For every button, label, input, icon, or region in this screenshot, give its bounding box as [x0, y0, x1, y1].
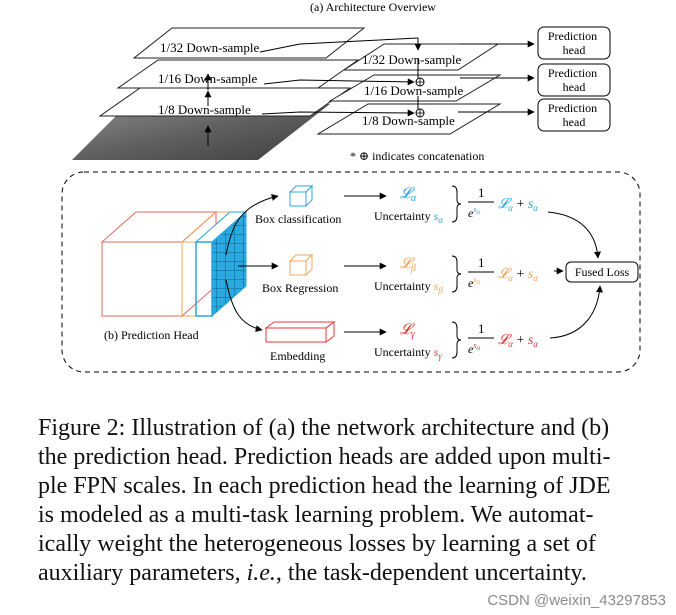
street-image-plane [72, 104, 330, 160]
brace-icon [451, 255, 462, 293]
brace-icon [451, 185, 462, 223]
uncertainty-label: Uncertainty sγ [374, 345, 442, 361]
formula-numerator: 1 [478, 321, 485, 336]
svg-text:Prediction head: Prediction head [548, 101, 600, 129]
prediction-head-box [537, 63, 611, 97]
box-regression-icon [288, 253, 314, 277]
box-classification-icon [288, 184, 314, 208]
loss-label: 𝓛α [400, 186, 417, 204]
loss-label: 𝓛γ [400, 322, 416, 340]
left-feature-stack: 1/32 Down-sample 1/16 Down-sample 1/8 Do… [72, 27, 366, 160]
left-label-32: 1/32 Down-sample [160, 40, 260, 55]
branch-label-embedding: Embedding [270, 349, 325, 363]
formula-denominator: esα [468, 205, 480, 220]
concat-icon: ⊕ [359, 149, 369, 163]
right-feature-stack: 1/32 Down-sample 1/16 Down-sample 1/8 Do… [259, 37, 502, 135]
branch-label-regression: Box Regression [262, 281, 338, 295]
right-label-8: 1/8 Down-sample [362, 113, 455, 128]
prediction-head-panel [61, 171, 641, 373]
formula-term: 𝓛α + sα [498, 267, 538, 283]
prediction-head-box [537, 26, 611, 60]
caption-line: the prediction head. Prediction heads ar… [38, 444, 611, 470]
fused-loss-box [565, 261, 639, 283]
branch-label-classification: Box classification [255, 212, 341, 226]
formula-numerator: 1 [478, 185, 485, 200]
prediction-head-box [537, 98, 611, 132]
caption-line: auxiliary parameters, i.e., the task-dep… [38, 560, 587, 586]
brace-icon [451, 321, 462, 359]
caption-line: is modeled as a multi-task learning prob… [38, 502, 594, 528]
embedding-icon [264, 321, 336, 343]
loss-label: 𝓛β [400, 256, 416, 274]
watermark: CSDN @weixin_43297853 [487, 592, 666, 609]
left-label-8: 1/8 Down-sample [158, 102, 251, 117]
prediction-head-label: Prediction [548, 29, 597, 43]
formula-denominator: esα [468, 275, 480, 290]
prediction-head-label: Prediction [548, 101, 597, 115]
concat-note: * ⊕ indicates concatenation [350, 149, 484, 163]
figure-caption: Figure 2: Illustration of (a) the networ… [38, 414, 664, 588]
svg-text:Prediction head: Prediction head [548, 29, 600, 57]
right-label-16: 1/16 Down-sample [364, 83, 464, 98]
feature-volume [100, 210, 248, 318]
part-b-title: (b) Prediction Head [104, 328, 199, 342]
formula-term: 𝓛α + sα [498, 197, 538, 213]
svg-text:Prediction head: Prediction head [548, 66, 600, 94]
uncertainty-label: Uncertainty sα [374, 209, 443, 225]
caption-line: Figure 2: Illustration of (a) the networ… [38, 415, 610, 441]
uncertainty-label: Uncertainty sβ [374, 279, 443, 295]
fused-loss-label: Fused Loss [575, 265, 630, 279]
caption-line: ple FPN scales. In each prediction head … [38, 473, 611, 499]
part-a-title: (a) Architecture Overview [310, 0, 436, 14]
right-label-32: 1/32 Down-sample [362, 52, 462, 67]
formula-numerator: 1 [478, 255, 485, 270]
architecture-diagram: (a) Architecture Overview 1/32 Down-samp… [61, 0, 641, 373]
formula-denominator: esα [468, 341, 480, 356]
caption-line: ically weight the heterogeneous losses b… [38, 531, 596, 557]
prediction-heads: Prediction head Prediction head Predicti… [458, 26, 611, 132]
formula-term: 𝓛α + sα [498, 333, 538, 349]
prediction-head-label: Prediction [548, 66, 597, 80]
